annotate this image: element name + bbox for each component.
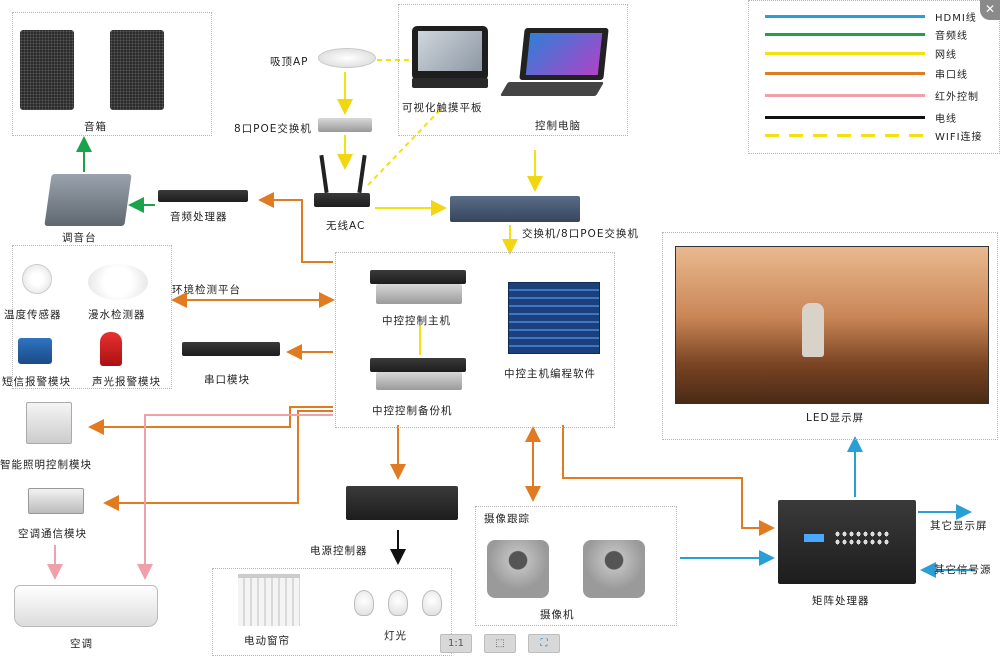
central-software-icon: [508, 282, 600, 354]
led-screen-label: LED显示屏: [806, 412, 865, 424]
camera-tracking-label: 摄像跟踪: [484, 513, 530, 525]
audio-processor-icon: [158, 190, 248, 202]
central-software-label: 中控主机编程软件: [504, 368, 596, 380]
central-host-icon: [376, 284, 462, 304]
sound-light-alarm-icon: [100, 332, 122, 366]
lighting-module-label: 智能照明控制模块: [0, 459, 92, 471]
temp-sensor-icon: [22, 264, 52, 294]
legend-swatch: [765, 15, 925, 18]
legend-swatch: [765, 94, 925, 97]
legend-label: WIFI连接: [935, 132, 983, 143]
central-backup-icon: [376, 372, 462, 390]
led-group: [662, 232, 998, 440]
camera-group: [475, 506, 677, 626]
speaker-left-icon: [20, 30, 74, 110]
camera-icon-2: [583, 540, 645, 598]
legend-label: 音频线: [935, 31, 968, 42]
legend-swatch: [765, 52, 925, 55]
legend-label: 网线: [935, 50, 957, 61]
mixer-icon: [44, 174, 132, 226]
core-switch-icon: [450, 196, 580, 222]
wire-host-matrix: [562, 425, 775, 536]
water-sensor-label: 漫水检测器: [88, 309, 146, 321]
speakers-label: 音箱: [84, 121, 107, 133]
central-host-label: 中控控制主机: [382, 315, 451, 327]
water-sensor-icon: [88, 264, 148, 300]
lights-label: 灯光: [384, 630, 407, 642]
temp-sensor-label: 温度传感器: [4, 309, 62, 321]
ac-comm-icon: [28, 488, 84, 514]
mixer-label: 调音台: [62, 232, 97, 244]
touch-panel-label: 可视化触摸平板: [402, 102, 483, 114]
control-pc-keyboard: [499, 82, 605, 96]
ap-label: 吸顶AP: [270, 56, 309, 68]
control-pc-icon: [519, 28, 609, 80]
control-terminals-group: [398, 4, 628, 136]
core-switch-label: 交换机/8口POE交换机: [522, 228, 639, 240]
matrix-icon: [778, 500, 916, 584]
ceiling-ap-icon: [318, 48, 376, 68]
poe-switch-label: 8口POE交换机: [234, 123, 312, 135]
sms-alarm-label: 短信报警模块: [2, 376, 71, 388]
speaker-right-icon: [110, 30, 164, 110]
legend-swatch: [765, 116, 925, 119]
legend-label: 串口线: [935, 70, 968, 81]
poe-switch-icon: [318, 118, 372, 132]
env-platform-label: 环境检测平台: [172, 284, 241, 296]
sound-light-alarm-label: 声光报警模块: [92, 376, 161, 388]
legend-label: 电线: [935, 114, 957, 125]
camera-icon-1: [487, 540, 549, 598]
air-conditioner-icon: [14, 585, 158, 627]
cameras-label: 摄像机: [540, 609, 575, 621]
serial-module-label: 串口模块: [204, 374, 250, 386]
air-conditioner-label: 空调: [70, 638, 93, 650]
sms-alarm-icon: [18, 338, 52, 364]
speakers-group: [12, 12, 212, 136]
curtain-icon: [238, 574, 300, 626]
wire-host-ac-comm: [103, 410, 333, 511]
central-backup-top: [370, 358, 466, 372]
central-backup-label: 中控控制备份机: [372, 405, 453, 417]
central-host-top: [370, 270, 466, 284]
actual-size-button[interactable]: 1:1: [440, 634, 472, 653]
wire-host-ac: [137, 414, 333, 580]
touch-panel-dock: [412, 78, 488, 88]
close-icon[interactable]: ✕: [980, 0, 1000, 20]
power-controller-label: 电源控制器: [310, 545, 368, 557]
touch-panel-icon: [412, 26, 488, 80]
curtain-label: 电动窗帘: [244, 635, 290, 647]
fit-window-button[interactable]: ⬚: [484, 634, 516, 653]
ac-comm-label: 空调通信模块: [18, 528, 87, 540]
bulb-icon-3: [422, 590, 442, 616]
wireless-ac-icon: [314, 193, 370, 207]
wire-host-processor: [258, 192, 333, 263]
legend-swatch: [765, 33, 925, 36]
serial-module-icon: [182, 342, 280, 356]
matrix-label: 矩阵处理器: [812, 595, 870, 607]
legend-label: HDMI线: [935, 13, 977, 24]
other-display-label: 其它显示屏: [930, 520, 988, 532]
env-sensors-group: [12, 245, 172, 389]
other-source-label: 其它信号源: [934, 564, 992, 576]
power-controller-icon: [346, 486, 458, 520]
legend-swatch: [765, 72, 925, 75]
legend-swatch: [765, 134, 925, 137]
wireless-ac-label: 无线AC: [326, 220, 366, 232]
legend-label: 红外控制: [935, 92, 979, 103]
fullscreen-button[interactable]: ⛶: [528, 634, 560, 653]
astronaut-icon: [802, 303, 824, 357]
bulb-icon-2: [388, 590, 408, 616]
led-screen-image: [675, 246, 989, 404]
control-pc-label: 控制电脑: [535, 120, 581, 132]
audio-processor-label: 音频处理器: [170, 211, 228, 223]
wire-host-lighting: [88, 406, 333, 435]
bulb-icon-1: [354, 590, 374, 616]
central-control-group: [335, 252, 615, 428]
lighting-module-icon: [26, 402, 72, 444]
